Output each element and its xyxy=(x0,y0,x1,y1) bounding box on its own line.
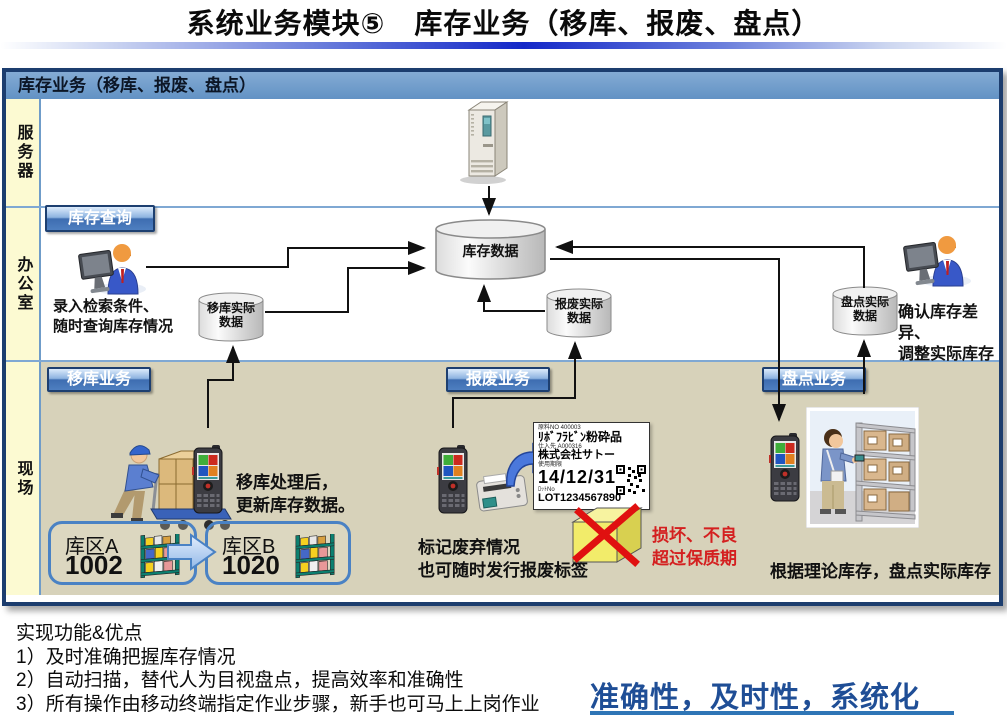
office-right-note: 确认库存差异、 调整实际库存 xyxy=(898,304,995,363)
transfer-data-cylinder: 移库实际 数据 xyxy=(197,292,265,342)
feature-item: 1）及时准确把握库存情况 xyxy=(16,646,236,668)
panel-header: 库存业务（移库、报废、盘点） xyxy=(6,72,999,99)
damaged-box-icon xyxy=(571,503,643,567)
zone-a-name: 库区A xyxy=(65,536,119,558)
shelf-rack-icon xyxy=(295,534,335,579)
tag-field4: ﾛｯﾄNo xyxy=(538,486,555,493)
lane-label-field: 现场 xyxy=(14,459,32,498)
office-left-note: 录入检索条件、 随时查询库存情况 xyxy=(53,298,174,335)
zone-b-name: 库区B xyxy=(222,536,276,558)
lane-separator xyxy=(6,206,999,208)
handheld-terminal-icon xyxy=(769,433,800,502)
zone-b-box: 库区B 1020 xyxy=(205,521,351,585)
tag-expiry: 14/12/31 xyxy=(538,467,617,488)
title-divider xyxy=(0,42,1007,49)
lane-separator xyxy=(6,360,999,362)
zone-transfer-arrow xyxy=(167,533,217,571)
feature-heading: 实现功能&优点 xyxy=(16,623,143,644)
scrap-data-cylinder: 报废实际 数据 xyxy=(545,288,613,338)
qr-code-icon xyxy=(616,465,646,495)
transfer-section-button: 移库业务 xyxy=(47,367,151,392)
tag-product: ﾘﾎﾞﾌﾗﾋﾞﾝ粉砕品 xyxy=(538,430,623,445)
inventory-query-button: 库存查询 xyxy=(45,205,155,232)
server-icon xyxy=(460,101,509,184)
page-title: 系统业务模块⑤ 库存业务（移库、报废、盘点） xyxy=(186,8,821,39)
inventory-db-cylinder: 库存数据 xyxy=(433,219,548,281)
slogan-underline xyxy=(590,711,954,715)
count-section-button: 盘点业务 xyxy=(762,367,866,392)
zone-a-code: 1002 xyxy=(65,550,123,580)
feature-item: 2）自动扫描，替代人为目视盘点，提高效率和准确性 xyxy=(16,670,464,691)
feature-item: 3）所有操作由移动终端指定作业步骤，新手也可马上上岗作业 xyxy=(16,693,540,715)
feature-list: 实现功能&优点 1）及时准确把握库存情况 2）自动扫描，替代人为目视盘点，提高效… xyxy=(16,622,540,716)
damage-warning-text: 损坏、不良 超过保质期 xyxy=(652,526,737,568)
stocktaking-photo xyxy=(806,407,919,528)
transfer-data-label: 移库实际 数据 xyxy=(206,301,255,329)
count-note: 根据理论库存，盘点实际库存 xyxy=(770,562,991,581)
tag-field1: 原料NO 400003 xyxy=(538,425,581,431)
count-data-label: 盘点实际 数据 xyxy=(840,295,889,323)
office-worker-icon xyxy=(78,244,146,295)
zone-b-code: 1020 xyxy=(222,550,280,580)
zone-a-box: 库区A 1002 xyxy=(48,521,197,585)
inventory-db-label: 库存数据 xyxy=(462,243,519,259)
tag-lot: LOT1234567890 xyxy=(538,492,622,505)
transfer-note: 移库处理后， 更新库存数据。 xyxy=(236,473,355,515)
lane-column xyxy=(6,99,41,595)
shelf-rack-icon xyxy=(140,534,180,579)
tag-supplier: 株式会社サトー xyxy=(538,449,615,462)
lane-label-server: 服务器 xyxy=(14,124,32,181)
lane-label-office: 办公室 xyxy=(14,255,32,313)
scrap-section-button: 报废业务 xyxy=(446,367,550,392)
scrap-data-label: 报废实际 数据 xyxy=(554,297,603,325)
scrap-note: 标记废弃情况 也可随时发行报废标签 xyxy=(418,538,588,580)
slogan-text: 准确性，及时性，系统化 xyxy=(590,682,921,714)
office-manager-icon xyxy=(903,236,971,287)
handheld-terminal-icon xyxy=(192,445,223,514)
count-data-cylinder: 盘点实际 数据 xyxy=(831,286,899,336)
tag-field3: 使用期限 xyxy=(538,461,563,468)
tag-field2: 仕入先 A000316 xyxy=(538,443,582,450)
server-lane xyxy=(41,99,999,206)
scrap-label-tag: 原料NO 400003 ﾘﾎﾞﾌﾗﾋﾞﾝ粉砕品 仕入先 A000316 株式会社… xyxy=(533,422,650,510)
handheld-terminal-icon xyxy=(437,445,468,514)
